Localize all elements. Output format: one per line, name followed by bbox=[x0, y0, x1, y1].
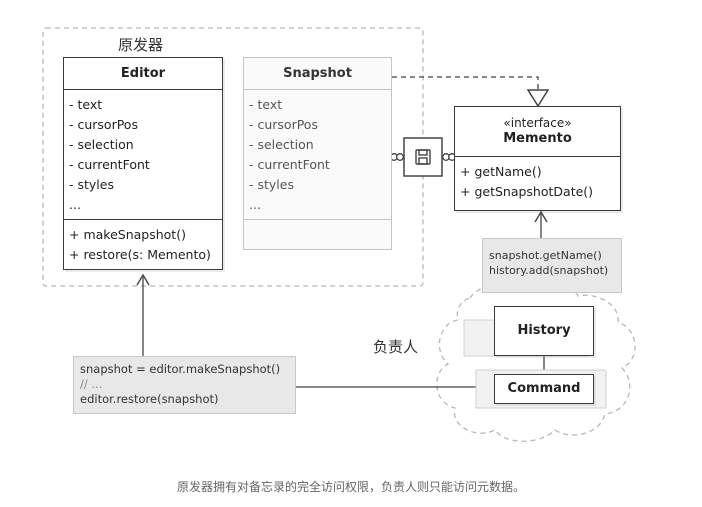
snapshot-field: - styles bbox=[249, 177, 294, 192]
caretaker-cloud bbox=[436, 280, 636, 442]
editor-field: - cursorPos bbox=[69, 117, 138, 132]
editor-field: - styles bbox=[69, 177, 114, 192]
editor-methods: + makeSnapshot() + restore(s: Memento) bbox=[64, 220, 222, 270]
history-note-line: history.add(snapshot) bbox=[489, 264, 609, 277]
history-note: snapshot.getName() history.add(snapshot) bbox=[482, 238, 622, 293]
originator-label: 原发器 bbox=[118, 36, 164, 54]
command-class: Command bbox=[494, 374, 594, 404]
snapshot-field: - text bbox=[249, 97, 283, 112]
command-title: Command bbox=[507, 381, 581, 396]
editor-class-title: Editor bbox=[64, 58, 222, 90]
history-note-line: snapshot.getName() bbox=[489, 249, 602, 262]
editor-method: + restore(s: Memento) bbox=[69, 247, 211, 262]
command-note-line: editor.restore(snapshot) bbox=[80, 392, 219, 406]
command-editor-arrowhead bbox=[136, 273, 150, 286]
command-note-line: // ... bbox=[80, 377, 103, 391]
snapshot-class-title: Snapshot bbox=[244, 58, 391, 90]
command-note-line: snapshot = editor.makeSnapshot() bbox=[80, 362, 281, 376]
save-icon-box bbox=[403, 137, 443, 177]
memento-method: + getSnapshotDate() bbox=[460, 184, 594, 199]
connector-dot-left2 bbox=[396, 153, 404, 161]
snapshot-methods bbox=[244, 220, 391, 247]
memento-stereotype: «interface» bbox=[503, 116, 572, 130]
memento-interface: «interface» Memento + getName() + getSna… bbox=[454, 106, 621, 211]
realization-arrowhead bbox=[526, 89, 550, 108]
snapshot-class: Snapshot - text - cursorPos - selection … bbox=[243, 57, 392, 250]
caretaker-label: 负责人 bbox=[373, 338, 419, 356]
snapshot-field: ... bbox=[249, 197, 261, 212]
editor-field: ... bbox=[69, 197, 81, 212]
editor-fields: - text - cursorPos - selection - current… bbox=[64, 90, 222, 220]
figure-caption: 原发器拥有对备忘录的完全访问权限，负责人则只能访问元数据。 bbox=[176, 480, 525, 494]
memento-method: + getName() bbox=[460, 164, 542, 179]
snapshot-field: - cursorPos bbox=[249, 117, 318, 132]
snapshot-fields: - text - cursorPos - selection - current… bbox=[244, 90, 391, 220]
command-note: snapshot = editor.makeSnapshot() // ... … bbox=[73, 356, 296, 414]
history-class: History bbox=[494, 306, 594, 356]
history-title: History bbox=[517, 323, 571, 338]
memento-title: Memento bbox=[503, 131, 572, 146]
memento-methods: + getName() + getSnapshotDate() bbox=[455, 157, 620, 207]
editor-class: Editor - text - cursorPos - selection - … bbox=[63, 57, 223, 270]
snapshot-field: - selection bbox=[249, 137, 314, 152]
editor-method: + makeSnapshot() bbox=[69, 227, 186, 242]
history-memento-arrowhead bbox=[534, 210, 548, 223]
editor-field: - selection bbox=[69, 137, 134, 152]
snapshot-field: - currentFont bbox=[249, 157, 330, 172]
editor-field: - text bbox=[69, 97, 103, 112]
realization-line bbox=[392, 76, 539, 90]
memento-header: «interface» Memento bbox=[455, 107, 620, 157]
save-icon bbox=[415, 149, 431, 165]
editor-field: - currentFont bbox=[69, 157, 150, 172]
